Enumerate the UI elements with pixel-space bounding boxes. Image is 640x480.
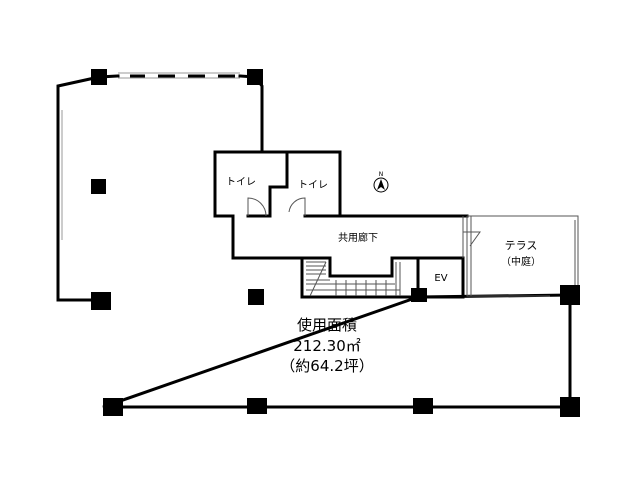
- pillar: [560, 285, 580, 305]
- terrace-wall: [462, 215, 579, 297]
- stairs: [306, 261, 401, 297]
- toilet-right-label: トイレ: [298, 180, 328, 191]
- outer-wall: [56, 74, 572, 409]
- corridor-label: 共用廊下: [338, 231, 378, 244]
- area-tsubo: （約64.2坪）: [280, 357, 373, 375]
- toilet-door-right: [288, 197, 306, 216]
- pillar: [247, 69, 263, 85]
- terrace-label: テラス: [505, 239, 538, 252]
- pillar: [560, 397, 580, 417]
- elevator-label: EV: [434, 273, 447, 284]
- pillar: [413, 398, 433, 414]
- terrace-door: [463, 231, 481, 247]
- pillar: [91, 292, 111, 310]
- corridor-wall: [231, 214, 469, 260]
- pillar: [248, 289, 264, 305]
- area-label: 使用面積: [297, 316, 357, 334]
- pillar: [411, 288, 427, 302]
- terrace-sub-label: （中庭）: [501, 255, 541, 268]
- toilet-left-label: トイレ: [226, 177, 256, 188]
- pillar: [247, 398, 267, 414]
- compass-letter: N: [379, 171, 384, 178]
- pillar: [91, 69, 107, 85]
- pillar: [103, 398, 123, 416]
- area-value: 212.30㎡: [293, 337, 361, 355]
- toilet-door-left: [247, 197, 267, 217]
- pillar: [91, 179, 106, 194]
- north-compass-icon: N: [373, 171, 389, 193]
